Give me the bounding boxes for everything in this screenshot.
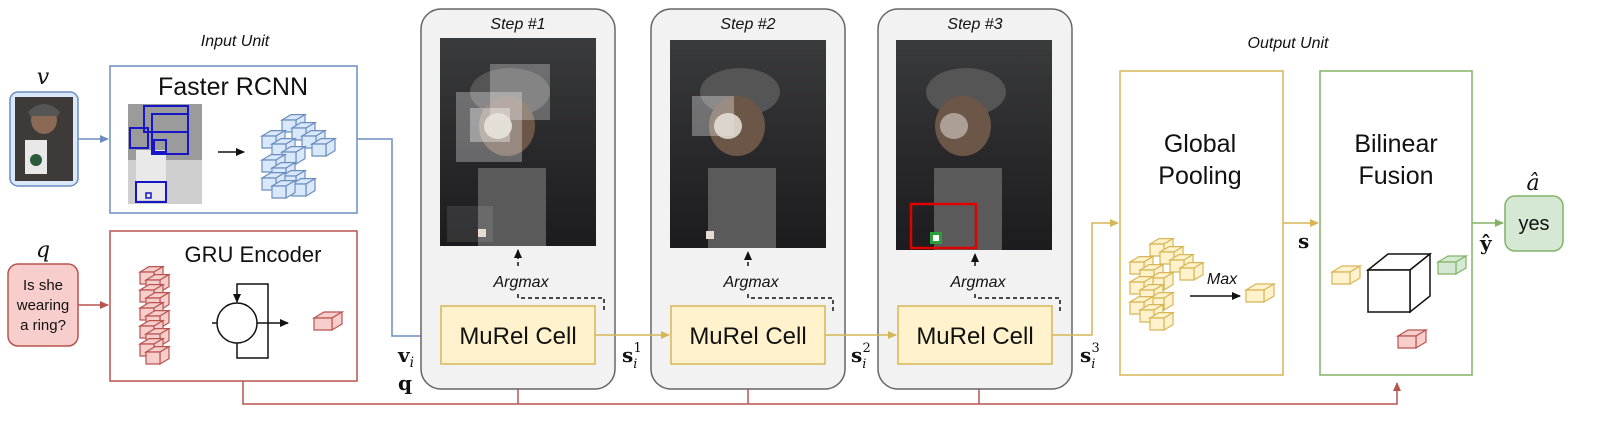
step-3-panel: Step #3 Argmax MuRel Cell [877, 8, 1073, 390]
step-3-murel-cell: MuRel Cell [916, 323, 1033, 350]
global-pooling-label-2: Pooling [1158, 162, 1241, 190]
step-3-dashed-link [974, 294, 1061, 312]
answer-box: yes [1504, 195, 1564, 252]
fusion-question-cuboid [1395, 328, 1429, 350]
rcnn-feature-cuboid [309, 137, 338, 158]
cell-input-q-label: q [398, 371, 412, 395]
pool-feature-cuboid [1177, 261, 1206, 282]
cell-input-v-label: vi [397, 343, 414, 371]
question-embedding-cuboid [311, 310, 345, 332]
pooling-region-features [1127, 237, 1206, 332]
step-1-title: Step #1 [490, 16, 545, 33]
pooled-feature [1243, 282, 1277, 304]
question-line-2: wearing [16, 297, 70, 314]
step-1-attention-map [440, 38, 596, 246]
step-3-attention-map [896, 40, 1052, 250]
step-1-dashed-link [517, 294, 605, 312]
step-2-dashed-link [747, 294, 834, 312]
faster-rcnn-box: Faster RCNN [109, 65, 358, 214]
step-1-murel-cell: MuRel Cell [459, 323, 576, 350]
question-line-1: Is she [23, 277, 63, 294]
s-vector-label: s [1298, 229, 1309, 253]
step-2-title: Step #2 [720, 16, 775, 33]
faster-rcnn-label: Faster RCNN [158, 73, 308, 101]
step-2-murel-cell: MuRel Cell [689, 323, 806, 350]
state-2-label: si2 [851, 341, 871, 372]
step-1-argmax-label: Argmax [492, 274, 549, 291]
y-hat-label: ŷ [1479, 231, 1493, 255]
step-2-panel: Step #2 Argmax MuRel Cell [650, 8, 846, 390]
state-3-label: si3 [1080, 341, 1100, 372]
fusion-input-vectors [1329, 254, 1469, 350]
pooled-cuboid [1243, 282, 1277, 304]
gru-recurrent-unit [212, 283, 289, 359]
q-input-label: q [36, 238, 50, 263]
bilinear-fusion-label-2: Fusion [1358, 162, 1433, 190]
max-label: Max [1207, 271, 1238, 288]
word-embedding-cuboid [143, 345, 172, 366]
a-hat-label: â [1526, 171, 1539, 196]
step-2-attention-map [670, 40, 826, 248]
question-box: Is she wearing a ring? [7, 263, 79, 347]
input-unit-title: Input Unit [201, 33, 270, 50]
rcnn-region-features [259, 113, 338, 200]
rcnn-to-cell-connector [357, 138, 440, 340]
state-1-label: si1 [622, 341, 642, 372]
bilinear-fusion-label-1: Bilinear [1354, 130, 1437, 158]
gru-encoder-box: GRU Encoder [109, 230, 358, 382]
rcnn-feature-cuboid [269, 179, 298, 200]
answer-text: yes [1518, 213, 1549, 235]
step-3-title: Step #3 [947, 16, 1002, 33]
state-3-arrow [1052, 219, 1119, 336]
question-embedding [311, 310, 345, 332]
rcnn-detection-image [128, 104, 202, 204]
step-2-argmax-label: Argmax [722, 274, 779, 291]
gru-word-embeddings [137, 265, 172, 366]
global-pooling-label-1: Global [1164, 130, 1236, 158]
gru-encoder-label: GRU Encoder [185, 242, 322, 267]
global-pooling-box: Global Pooling Max [1119, 70, 1284, 376]
question-line-3: a ring? [20, 317, 66, 334]
output-unit-title: Output Unit [1248, 35, 1329, 52]
input-image-thumbnail [9, 91, 79, 187]
fusion-state-cuboid [1329, 264, 1363, 286]
step-3-argmax-label: Argmax [949, 274, 1006, 291]
svg-text:vi: vi [397, 343, 414, 371]
pool-feature-cuboid [1147, 311, 1176, 332]
fusion-tensor-cube [1365, 252, 1433, 314]
step-1-panel: Step #1 Argmax MuRel Cell [420, 8, 616, 390]
fusion-output-cuboid [1435, 254, 1469, 276]
bilinear-fusion-box: Bilinear Fusion [1319, 70, 1473, 376]
v-input-label: v [37, 65, 50, 90]
